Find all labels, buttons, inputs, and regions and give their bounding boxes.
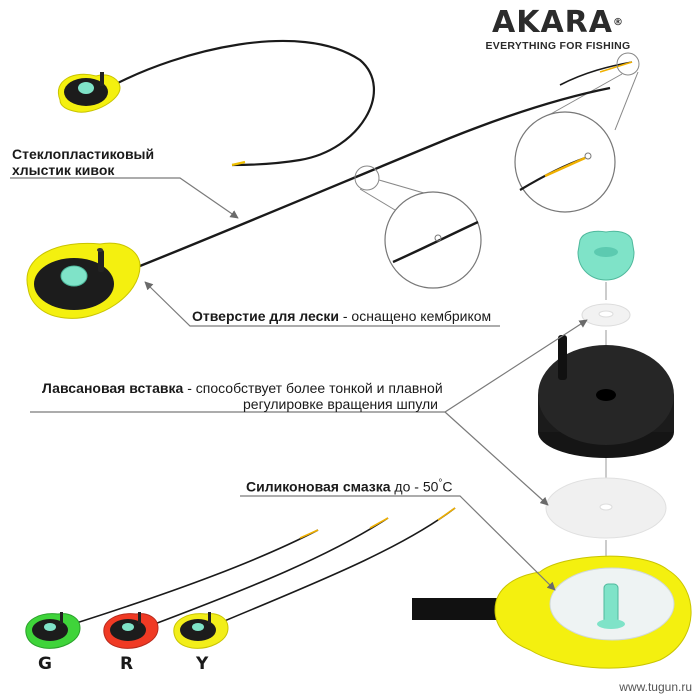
exploded-parts xyxy=(412,230,692,669)
tip-detail-top xyxy=(514,52,640,213)
label-tip-line-2: хлыстик кивок xyxy=(12,162,115,178)
label-line-hole-desc: - оснащено кембриком xyxy=(338,308,492,324)
label-mylar-insert-line-2: регулировке вращения шпули xyxy=(243,396,438,412)
label-silicone-grease-degree: ° xyxy=(438,478,443,489)
leader-lines xyxy=(10,177,588,591)
label-silicone-grease-desc: до - 50 xyxy=(390,478,439,495)
label-mylar-insert-desc-1: - способствует более тонкой и плавной xyxy=(183,380,443,396)
label-mylar-insert: Лавсановая вставка - способствует более … xyxy=(42,380,443,396)
label-line-hole: Отверстие для лески - оснащено кембриком xyxy=(192,308,491,324)
brand-tagline: EVERYTHING FOR FISHING xyxy=(485,40,631,52)
label-silicone-grease-unit: С xyxy=(442,478,453,495)
label-silicone-grease: Силиконовая смазка до - 50°С xyxy=(246,476,453,495)
label-mylar-insert-title: Лавсановая вставка xyxy=(42,380,184,396)
color-variants xyxy=(25,507,456,649)
rod-detail-magnifier xyxy=(354,165,482,289)
watermark: www.tugun.ru xyxy=(619,680,692,694)
variant-letter-g: G xyxy=(38,654,52,674)
variant-letter-r: R xyxy=(120,654,134,674)
label-tip: Стеклопластиковый хлыстик кивок xyxy=(12,146,154,178)
label-tip-line-1: Стеклопластиковый xyxy=(12,146,155,162)
label-mylar-insert-desc-2: регулировке вращения шпули xyxy=(243,396,439,412)
registered-mark: ® xyxy=(613,17,624,28)
main-rod xyxy=(26,86,611,319)
small-rod-top xyxy=(57,39,376,167)
brand-name: AKARA xyxy=(491,5,613,40)
label-silicone-grease-title: Силиконовая смазка xyxy=(246,478,391,495)
brand-logo: AKARA® EVERYTHING FOR FISHING xyxy=(478,5,638,53)
variant-letter-y: Y xyxy=(196,654,209,674)
label-line-hole-title: Отверстие для лески xyxy=(192,308,339,324)
